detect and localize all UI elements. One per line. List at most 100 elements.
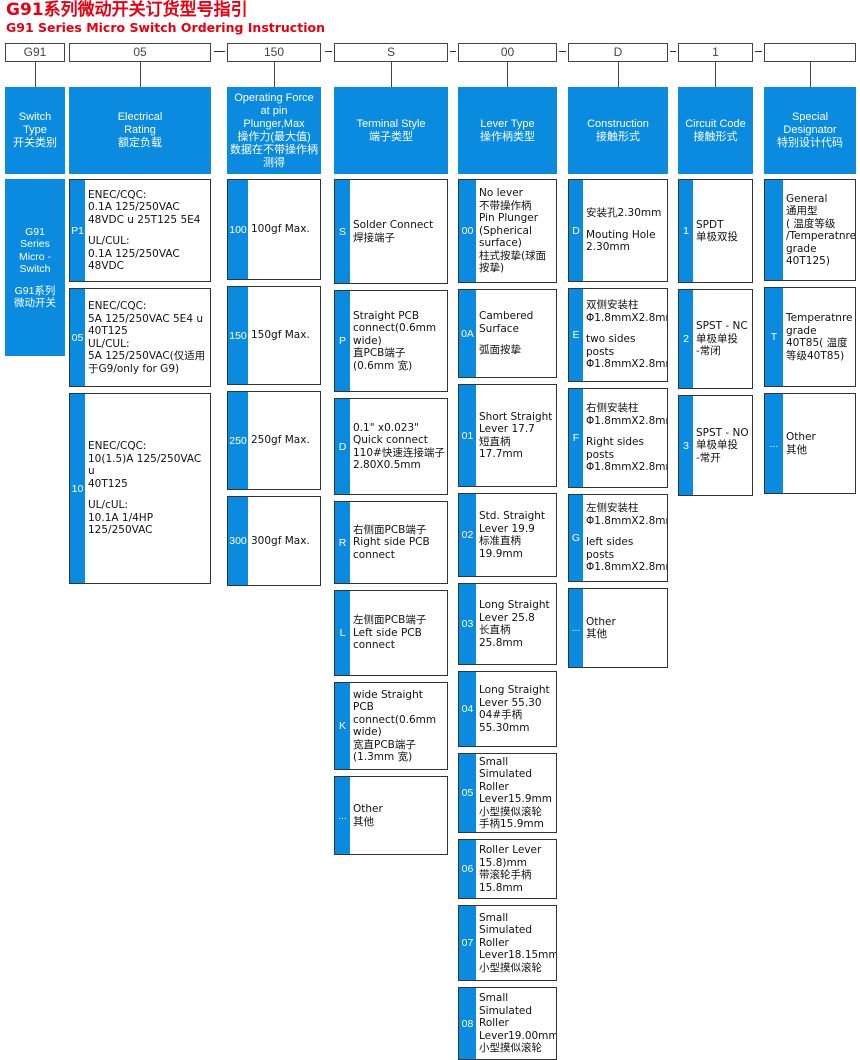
text-line: Construction bbox=[587, 117, 649, 130]
text-line: Plunger,Max bbox=[243, 117, 305, 130]
text-line: General bbox=[786, 192, 828, 205]
text-line: Terminal Style bbox=[356, 117, 426, 130]
text-line: Simulated bbox=[479, 924, 533, 937]
text-line: 48VDC bbox=[88, 260, 124, 272]
force-code: 250 bbox=[228, 392, 248, 489]
text-line: Small bbox=[479, 992, 509, 1005]
text-line: Std. Straight bbox=[479, 510, 546, 522]
text-line: 5A 125/250VAC(仅适用 bbox=[88, 350, 206, 362]
text-line: at pin bbox=[260, 104, 288, 117]
text-line: Solder Connect bbox=[353, 219, 434, 231]
text-line: Cambered bbox=[479, 310, 534, 323]
text-line: 110#快速连接端子 bbox=[353, 446, 445, 459]
text-line: Right side PCB bbox=[353, 536, 430, 549]
text-line: Small bbox=[479, 755, 509, 768]
force-code: 300 bbox=[228, 497, 248, 585]
terminal-code: L bbox=[335, 591, 350, 675]
text-line: 150gf Max. bbox=[251, 329, 310, 342]
text-line: 10.1A 1/4HP bbox=[88, 511, 154, 524]
lever-code: 06 bbox=[459, 840, 476, 898]
circuit-code: 3 bbox=[679, 396, 693, 495]
text-line: 操作柄类型 bbox=[480, 130, 535, 143]
text-line: Micro - bbox=[18, 250, 52, 263]
text-line: PCB bbox=[353, 701, 374, 713]
text-line: Roller Lever bbox=[479, 844, 542, 856]
text-line: 左侧面PCB端子 bbox=[353, 614, 427, 627]
connector-line bbox=[140, 62, 141, 87]
connector-line bbox=[618, 62, 619, 87]
text-line: 15.8)mm bbox=[479, 856, 527, 869]
text-line: (Spherical bbox=[479, 224, 532, 237]
lever-code: 07 bbox=[459, 906, 476, 980]
text-line: Designator bbox=[783, 124, 837, 136]
text-line: 弧面按挚 bbox=[479, 344, 521, 357]
text-line: ( 温度等级 bbox=[786, 217, 836, 230]
lever-code: 08 bbox=[459, 988, 476, 1059]
text-line: 按挚) bbox=[479, 262, 505, 275]
text-line bbox=[586, 324, 665, 333]
text-line: UL/CUL: bbox=[88, 337, 130, 350]
text-line: Lever 19.9 bbox=[479, 522, 535, 535]
text-line: 不带操作柄 bbox=[479, 199, 532, 212]
text-line: 端子类型 bbox=[369, 130, 413, 143]
text-line: 柱式按挚(球面 bbox=[479, 249, 547, 262]
text-line: Simulated bbox=[479, 1004, 533, 1017]
text-line: -常闭 bbox=[696, 345, 721, 358]
construction-code: E bbox=[569, 289, 583, 381]
text-line: Φ1.8mmX2.8mm bbox=[586, 358, 667, 371]
text-line: 小型摸似滚轮 bbox=[479, 1042, 542, 1055]
circuit-code: 2 bbox=[679, 290, 693, 388]
text-line: connect bbox=[353, 639, 395, 652]
text-line: 单极双投 bbox=[696, 231, 738, 243]
text-line: Simulated bbox=[479, 768, 533, 780]
text-line: Φ1.8mmX2.8mm bbox=[586, 311, 667, 324]
connector-line bbox=[35, 62, 36, 87]
text-line: Operating Force bbox=[234, 91, 314, 104]
text-line: Temperatnre bbox=[786, 312, 853, 324]
text-line bbox=[586, 427, 665, 436]
separator-dash bbox=[755, 51, 762, 52]
text-line: Lever15.9mm bbox=[479, 793, 552, 805]
force-code: 100 bbox=[228, 180, 248, 279]
text-line: 250gf Max. bbox=[251, 434, 310, 447]
text-line: 15.8mm bbox=[479, 881, 523, 894]
text-line: 2.30mm bbox=[586, 241, 630, 254]
text-line: 标准直柄 bbox=[479, 535, 521, 547]
text-line: 0.1A 125/250VAC bbox=[88, 201, 180, 213]
text-line: Roller bbox=[479, 780, 509, 793]
text-line: Type bbox=[23, 124, 47, 136]
construction-code: G bbox=[569, 495, 583, 581]
text-line: 通用型 bbox=[786, 205, 818, 217]
text-line: 右侧安装柱 bbox=[586, 402, 639, 415]
lever-code: 01 bbox=[459, 385, 476, 486]
text-line: G91系列 bbox=[14, 284, 56, 297]
text-line: 特别设计代码 bbox=[777, 137, 843, 149]
connector-line bbox=[810, 62, 811, 87]
text-line: 48VDC u 25T125 5E4 bbox=[88, 213, 201, 226]
text-line: posts bbox=[586, 345, 615, 358]
